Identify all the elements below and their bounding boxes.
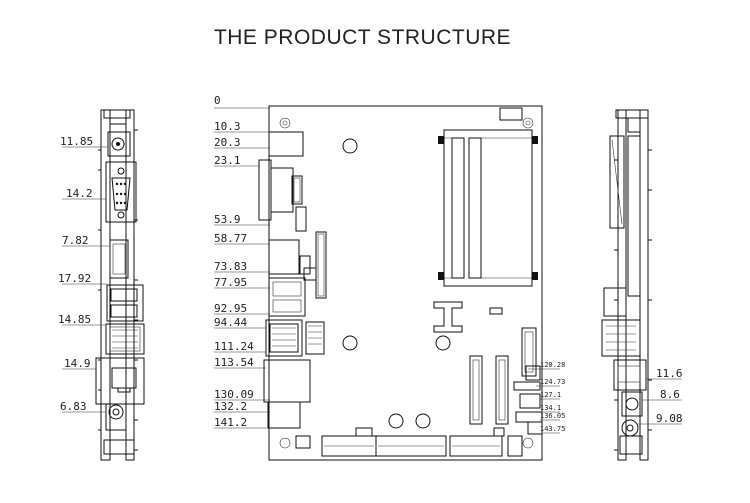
main-dim-label: 111.24 [214, 340, 254, 353]
left-dim-label: 7.82 [62, 234, 89, 247]
main-dim-label: 94.44 [214, 316, 247, 329]
main-dim-label: 141.2 [214, 416, 247, 429]
right-side-view [601, 109, 682, 461]
main-dim-label: 127.1 [540, 391, 561, 399]
left-side-view [62, 109, 145, 461]
main-dim-label: 132.2 [214, 400, 247, 413]
main-dim-label: 23.1 [214, 154, 241, 167]
left-dim-label: 6.83 [60, 400, 87, 413]
main-dim-label: 120.28 [540, 361, 565, 369]
left-side-dimension-labels: 11.85 14.2 7.82 17.92 14.85 14.9 6.83 [58, 135, 93, 413]
main-dim-label: 10.3 [214, 120, 241, 133]
main-board-top-view [214, 105, 560, 461]
main-board-right-dimension-labels: 120.28 124.73 127.1 134.1 136.05 143.75 [540, 361, 565, 433]
main-dim-label: 53.9 [214, 213, 241, 226]
main-dim-label: 130.09 [214, 388, 254, 401]
main-dim-label: 113.54 [214, 356, 254, 369]
right-dim-label: 9.08 [656, 412, 683, 425]
main-board-left-dimension-labels: 0 10.3 20.3 23.1 53.9 58.77 73.83 77.95 … [214, 94, 254, 429]
main-dim-label: 0 [214, 94, 221, 107]
main-dim-label: 92.95 [214, 302, 247, 315]
left-dim-label: 11.85 [60, 135, 93, 148]
page-title: THE PRODUCT STRUCTURE [213, 26, 512, 49]
left-dim-label: 14.9 [64, 357, 91, 370]
main-dim-label: 73.83 [214, 260, 247, 273]
main-dim-label: 134.1 [540, 404, 561, 412]
right-side-dimension-labels: 11.6 8.6 9.08 [656, 367, 683, 425]
left-dim-label: 17.92 [58, 272, 91, 285]
main-dim-label: 20.3 [214, 136, 241, 149]
main-dim-label: 77.95 [214, 276, 247, 289]
left-dim-label: 14.2 [66, 187, 93, 200]
main-dim-label: 143.75 [540, 425, 565, 433]
main-dim-label: 124.73 [540, 378, 565, 386]
main-dim-label: 58.77 [214, 232, 247, 245]
right-dim-label: 11.6 [656, 367, 683, 380]
right-dim-label: 8.6 [660, 388, 680, 401]
left-dim-label: 14.85 [58, 313, 91, 326]
main-dim-label: 136.05 [540, 412, 565, 420]
